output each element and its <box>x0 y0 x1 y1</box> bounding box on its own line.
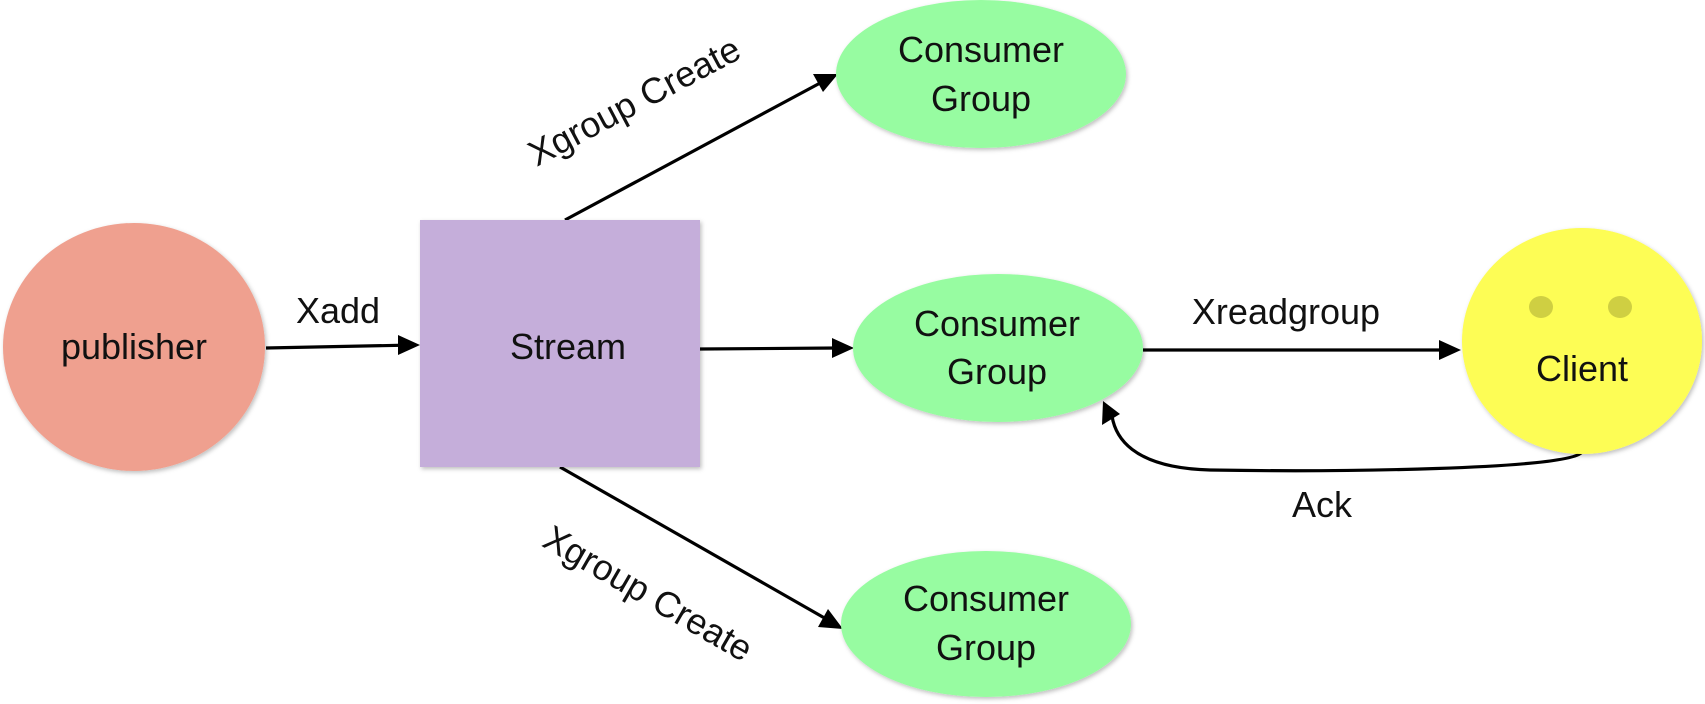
edge-label-ack: Ack <box>1292 484 1353 525</box>
face-eyes-icon <box>1529 296 1632 318</box>
node-consumer-group-bottom: Consumer Group <box>841 551 1131 697</box>
consumer-group-bottom-line1: Consumer <box>903 578 1069 619</box>
node-consumer-group-middle: Consumer Group <box>853 274 1143 422</box>
consumer-group-top-line2: Group <box>931 78 1031 119</box>
stream-label: Stream <box>510 326 626 367</box>
client-label: Client <box>1536 348 1628 389</box>
client-right-eye <box>1608 296 1632 318</box>
arrowhead-icon <box>1102 401 1120 425</box>
arrowhead-icon <box>818 609 843 629</box>
consumer-group-top-line1: Consumer <box>898 29 1064 70</box>
arrowhead-icon <box>832 338 854 358</box>
consumer-group-bottom-line2: Group <box>936 627 1036 668</box>
consumer-group-bottom-shape <box>841 551 1131 697</box>
arrowhead-icon <box>1439 340 1461 360</box>
node-consumer-group-top: Consumer Group <box>836 0 1126 148</box>
node-client: Client <box>1462 228 1702 454</box>
consumer-group-middle-shape <box>853 274 1143 422</box>
consumer-group-middle-line1: Consumer <box>914 303 1080 344</box>
edges <box>265 74 1584 629</box>
edge-stream-to-group-arrow <box>699 346 839 351</box>
node-stream: Stream <box>420 220 700 467</box>
edge-xgroup-create-top-arrow <box>564 80 823 222</box>
publisher-shape <box>3 223 265 471</box>
client-left-eye <box>1529 296 1553 318</box>
client-shape <box>1462 228 1702 454</box>
edge-ack-arrow <box>1110 415 1584 473</box>
publisher-label: publisher <box>61 326 207 367</box>
edge-label-xgroup-create-bottom: Xgroup Create <box>537 517 760 670</box>
consumer-group-middle-line2: Group <box>947 351 1047 392</box>
edge-label-xreadgroup: Xreadgroup <box>1192 291 1380 332</box>
stream-shape <box>420 220 700 467</box>
consumer-group-top-shape <box>836 0 1126 148</box>
edge-label-xadd: Xadd <box>296 290 380 331</box>
edge-label-xgroup-create-top: Xgroup Create <box>521 28 747 174</box>
node-publisher: publisher <box>3 223 265 471</box>
arrowhead-icon <box>398 335 420 355</box>
arrowhead-icon <box>813 74 838 92</box>
edge-xadd-arrow <box>265 343 415 350</box>
edge-xgroup-create-bottom-arrow <box>559 465 829 622</box>
